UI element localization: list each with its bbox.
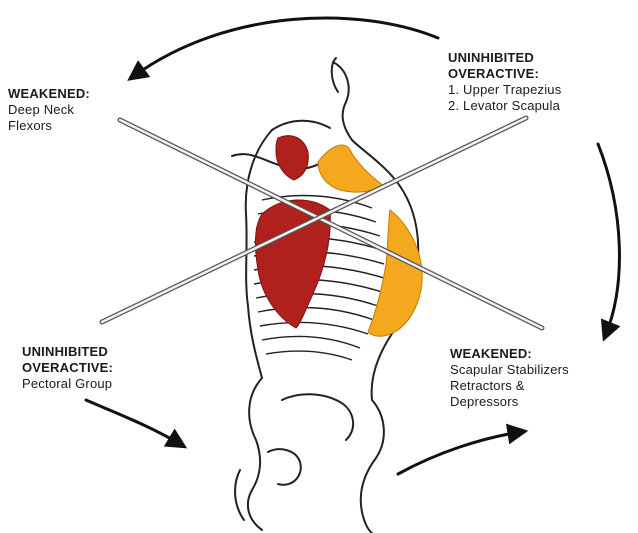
label-heading: WEAKENED: [450,346,569,362]
label-line: 2. Levator Scapula [448,98,561,114]
label-weakened-scapular-stabilizers: WEAKENED: Scapular Stabilizers Retractor… [450,346,569,410]
label-line: Scapular Stabilizers [450,362,569,378]
label-weakened-deep-neck-flexors: WEAKENED: Deep Neck Flexors [8,86,90,134]
label-heading: OVERACTIVE: [448,66,561,82]
label-heading: WEAKENED: [8,86,90,102]
femur-head [268,449,301,485]
arrow-bottom-right [398,432,520,474]
label-heading: UNINHIBITED [22,344,113,360]
label-overactive-pectoral-group: UNINHIBITED OVERACTIVE: Pectoral Group [22,344,113,392]
label-heading: UNINHIBITED [448,50,561,66]
arrow-bottom-left [86,400,180,444]
label-line: Flexors [8,118,90,134]
buttock-outline [235,470,244,520]
pelvis-outline [248,378,262,530]
label-line: Depressors [450,394,569,410]
pelvis-detail [282,394,353,440]
shoulder-outline [272,121,330,130]
label-heading: OVERACTIVE: [22,360,113,376]
neck-flexor-muscle [318,145,384,192]
hip-outline [361,400,384,533]
label-overactive-trapezius-levator: UNINHIBITED OVERACTIVE: 1. Upper Trapezi… [448,50,561,114]
label-line: Retractors & [450,378,569,394]
scapular-stabilizer-muscle [368,210,422,336]
label-line: 1. Upper Trapezius [448,82,561,98]
upper-trapezius-muscle [276,136,308,180]
arrow-top [134,18,438,76]
label-line: Pectoral Group [22,376,113,392]
arrow-right [598,144,619,334]
label-line: Deep Neck [8,102,90,118]
